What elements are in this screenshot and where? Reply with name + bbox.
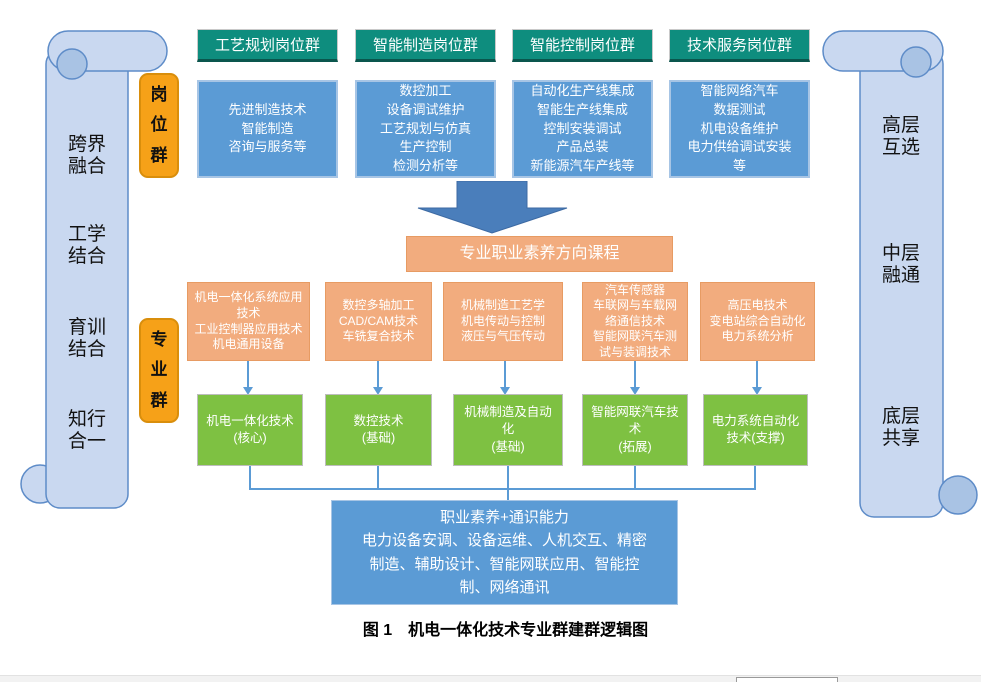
major-box-4: 智能网联汽车技 术 (拓展) — [582, 394, 688, 466]
major-box-2: 数控技术 (基础) — [325, 394, 432, 466]
course-header-box: 专业职业素养方向课程 — [406, 236, 673, 272]
job-group-box-1: 先进制造技术 智能制造 咨询与服务等 — [197, 80, 338, 178]
bottom-bar — [0, 675, 981, 682]
connector-line-5 — [756, 361, 758, 387]
bus-horizontal-line — [249, 488, 756, 490]
post-group-badge: 岗位群 — [139, 73, 179, 178]
right-scroll-shape — [822, 30, 978, 518]
connector-line-2 — [377, 361, 379, 387]
general-ability-box: 职业素养+通识能力 电力设备安调、设备运维、人机交互、精密 制造、辅助设计、智能… — [331, 500, 678, 605]
partial-control[interactable] — [736, 677, 838, 682]
connector-arrow-5 — [752, 387, 762, 395]
connector-line-3 — [504, 361, 506, 387]
connector-line-1 — [247, 361, 249, 387]
course-box-2: 数控多轴加工 CAD/CAM技术 车铣复合技术 — [325, 282, 432, 361]
connector-arrow-3 — [500, 387, 510, 395]
down-arrow — [417, 181, 568, 234]
course-box-1: 机电一体化系统应用 技术 工业控制器应用技术 机电通用设备 — [187, 282, 310, 361]
major-box-1: 机电一体化技术 (核心) — [197, 394, 303, 466]
connector-arrow-1 — [243, 387, 253, 395]
bus-drop-2 — [377, 466, 379, 488]
bus-drop-3 — [507, 466, 509, 488]
major-box-5: 电力系统自动化 技术(支撑) — [703, 394, 808, 466]
bus-drop-1 — [249, 466, 251, 488]
right-scroll-item-2: 中层融通 — [881, 243, 920, 287]
job-group-header-4: 技术服务岗位群 — [669, 29, 810, 62]
connector-arrow-4 — [630, 387, 640, 395]
connector-line-4 — [634, 361, 636, 387]
course-box-3: 机械制造工艺学 机电传动与控制 液压与气压传动 — [443, 282, 563, 361]
course-box-4: 汽车传感器 车联网与车载网 络通信技术 智能网联汽车测 试与装调技术 — [582, 282, 688, 361]
job-group-box-3: 自动化生产线集成 智能生产线集成 控制安装调试 产品总装 新能源汽车产线等 — [512, 80, 653, 178]
bus-center-drop — [507, 488, 509, 501]
job-group-header-1: 工艺规划岗位群 — [197, 29, 338, 62]
major-group-badge: 专业群 — [139, 318, 179, 423]
job-group-box-2: 数控加工 设备调试维护 工艺规划与仿真 生产控制 检测分析等 — [355, 80, 496, 178]
job-group-box-4: 智能网络汽车 数据测试 机电设备维护 电力供给调试安装 等 — [669, 80, 810, 178]
left-scroll-item-2: 工学结合 — [67, 224, 106, 268]
bus-drop-4 — [634, 466, 636, 488]
job-group-header-2: 智能制造岗位群 — [355, 29, 496, 62]
left-scroll-item-4: 知行合一 — [67, 409, 106, 453]
connector-arrow-2 — [373, 387, 383, 395]
left-scroll-item-3: 育训结合 — [67, 317, 106, 361]
left-scroll-item-1: 跨界融合 — [67, 134, 106, 178]
right-scroll-item-1: 高层互选 — [881, 115, 920, 159]
figure-caption: 图 1 机电一体化技术专业群建群逻辑图 — [362, 622, 649, 639]
bus-drop-5 — [754, 466, 756, 488]
left-scroll-shape — [20, 30, 168, 509]
major-box-3: 机械制造及自动 化 (基础) — [453, 394, 563, 466]
course-box-5: 高压电技术 变电站综合自动化 电力系统分析 — [700, 282, 815, 361]
job-group-header-3: 智能控制岗位群 — [512, 29, 653, 62]
right-scroll-item-3: 底层共享 — [881, 406, 920, 450]
